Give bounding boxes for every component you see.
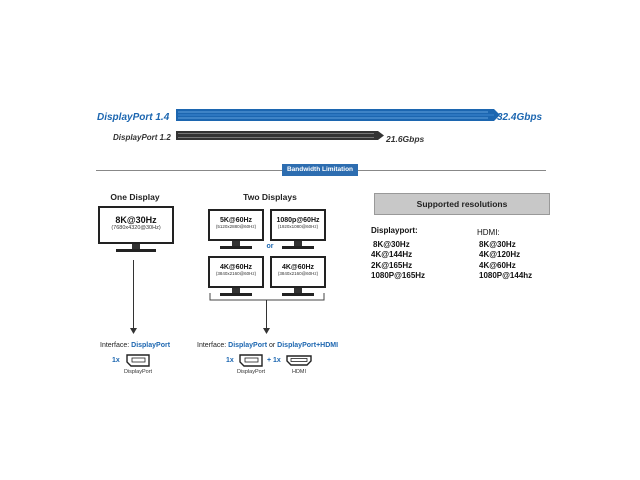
two-displays-title: Two Displays <box>243 192 297 202</box>
dp12-bar <box>176 131 384 140</box>
resolution-item: 2K@165Hz <box>371 260 413 270</box>
monitor-resolution: 4K@60Hz <box>219 264 253 271</box>
one-display-interface: Interface: DisplayPort <box>100 342 170 349</box>
monitor-screen: 5K@60Hz (5120x2880@60Hz) <box>208 209 264 241</box>
monitor-base <box>220 293 252 296</box>
supported-resolutions-header: Supported resolutions <box>374 193 550 215</box>
or-separator: or <box>266 243 274 250</box>
dp12-speed: 21.6Gbps <box>386 134 425 144</box>
displayport-resolutions: Displayport: 8K@30Hz 4K@144Hz 2K@165Hz 1… <box>371 226 425 282</box>
monitor-resolution: 1080p@60Hz <box>276 217 320 224</box>
resolution-item: 8K@30Hz <box>479 239 516 249</box>
monitor-base <box>282 293 314 296</box>
resolution-item: 1080P@144hz <box>479 271 533 280</box>
monitor-4k-left: 4K@60Hz (3840x2160@60Hz) <box>208 256 264 298</box>
monitor-1080p: 1080p@60Hz (1920x1080@60Hz) <box>270 209 326 251</box>
displayport-port-icon <box>126 354 150 367</box>
monitor-5k: 5K@60Hz (5120x2880@60Hz) <box>208 209 264 251</box>
dp-port-count: 1x <box>112 357 120 364</box>
monitor-screen: 8K@30Hz (7680x4320@30Hz) <box>98 206 174 244</box>
monitor-4k-right: 4K@60Hz (3840x2160@60Hz) <box>270 256 326 298</box>
monitor-screen: 4K@60Hz (3840x2160@60Hz) <box>270 256 326 288</box>
interface-or: or <box>267 342 278 349</box>
monitor-resolution-detail: (7680x4320@30Hz) <box>111 225 161 231</box>
monitor-stand <box>294 288 302 293</box>
dp12-label: DisplayPort 1.2 <box>113 133 171 142</box>
dp14-bar <box>176 109 500 121</box>
interface-value: DisplayPort <box>131 342 171 349</box>
interface-prefix: Interface: <box>197 342 229 349</box>
monitor-resolution: 8K@30Hz <box>115 215 157 225</box>
one-display-arrow <box>133 260 134 329</box>
hdmi-port-icon <box>286 355 312 366</box>
monitor-screen: 4K@60Hz (3840x2160@60Hz) <box>208 256 264 288</box>
resolution-item: 1080P@165Hz <box>371 271 426 280</box>
monitor-screen: 1080p@60Hz (1920x1080@60Hz) <box>270 209 326 241</box>
resolution-item: 4K@60Hz <box>479 260 516 270</box>
monitor-base <box>116 249 156 252</box>
monitor-resolution-detail: (1920x1080@60Hz) <box>277 224 319 229</box>
hdmi-port-label: HDMI <box>291 369 307 375</box>
monitor-resolution: 4K@60Hz <box>281 264 315 271</box>
resolution-item: 4K@144Hz <box>371 250 413 259</box>
monitor-stand <box>132 244 140 249</box>
monitor-stand <box>294 241 302 246</box>
two-displays-interface: Interface: DisplayPort or DisplayPort+HD… <box>197 342 338 349</box>
monitor-stand <box>232 288 240 293</box>
monitor-resolution-detail: (3840x2160@60Hz) <box>215 271 257 276</box>
two-displays-bracket <box>209 293 325 301</box>
displayport-port-icon <box>239 354 263 367</box>
hdmi-resolutions: HDMI: 8K@30Hz 4K@120Hz 4K@60Hz 1080P@144… <box>477 228 532 282</box>
monitor-stand <box>232 241 240 246</box>
dp14-speed: 32.4Gbps <box>497 112 543 123</box>
dp-port-count: 1x <box>226 357 234 364</box>
one-display-title: One Display <box>110 192 160 202</box>
monitor-resolution-detail: (5120x2880@60Hz) <box>215 224 257 229</box>
arrow-head-icon <box>263 328 270 334</box>
monitor-base <box>282 246 314 249</box>
bandwidth-limitation-badge: Bandwidth Limitation <box>282 164 358 176</box>
hdmi-port-count: + 1x <box>267 357 281 364</box>
dp-port-label: DisplayPort <box>123 369 153 375</box>
interface-prefix: Interface: <box>100 342 132 349</box>
monitor-resolution: 5K@60Hz <box>219 217 253 224</box>
monitor-base <box>220 246 252 249</box>
hdmi-heading: HDMI: <box>477 228 500 237</box>
monitor-8k: 8K@30Hz (7680x4320@30Hz) <box>98 206 174 254</box>
resolution-item: 4K@120Hz <box>479 250 521 259</box>
interface-displayport: DisplayPort <box>228 342 268 349</box>
displayport-heading: Displayport: <box>371 226 418 235</box>
resolution-item: 8K@30Hz <box>373 239 410 249</box>
dp14-label: DisplayPort 1.4 <box>97 112 170 123</box>
two-displays-arrow <box>266 300 267 329</box>
monitor-resolution-detail: (3840x2160@60Hz) <box>277 271 319 276</box>
interface-combo: DisplayPort+HDMI <box>277 342 339 349</box>
arrow-head-icon <box>130 328 137 334</box>
dp-port-label: DisplayPort <box>236 369 266 375</box>
